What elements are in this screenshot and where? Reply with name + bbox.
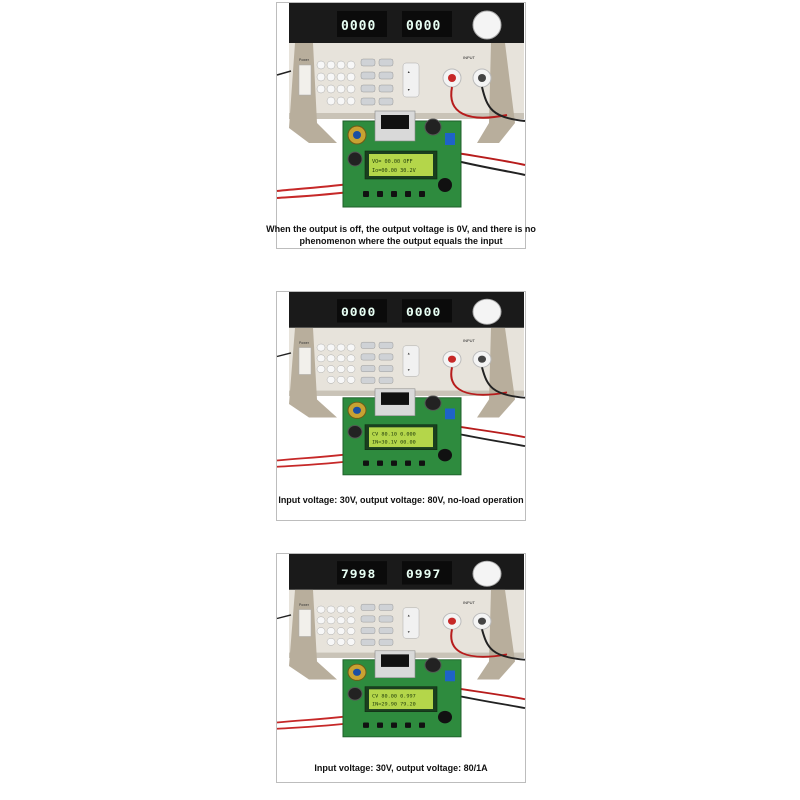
boost-converter-board: CV 80.00 0.997 IN=29.90 79.20: [342, 650, 462, 738]
caption-no-load: Input voltage: 30V, output voltage: 80V,…: [278, 495, 524, 505]
rotary-knob: [472, 10, 502, 40]
boost-converter-board: VO= 00.00 OFF Io=00.00 30.2V: [342, 110, 462, 208]
caption-output-off: When the output is off, the output volta…: [266, 224, 536, 246]
function-keys: [360, 604, 394, 646]
power-label: Power: [299, 603, 310, 607]
up-arrow-icon: ▲: [407, 352, 410, 356]
test-setup-photo: 7998 0997 Power ▲ ▼ INPUT: [276, 554, 526, 744]
lcd-screen: [369, 427, 433, 448]
function-keys: [360, 342, 394, 384]
lcd-line-2: Io=00.00 30.2V: [372, 168, 416, 174]
panel-no-load: 0000 0000 Power ▲ ▼ INPUT: [276, 291, 526, 521]
rotary-knob: [472, 560, 502, 587]
lcd-screen: [369, 689, 433, 710]
function-keys: [360, 58, 394, 106]
test-setup-photo: 0000 0000 Power ▲ ▼ INPUT: [276, 3, 526, 215]
load-current-display: 0000: [406, 306, 441, 319]
lcd-line-1: CV 80.10 0.000: [372, 432, 416, 438]
load-voltage-display: 0000: [341, 306, 376, 319]
rotary-knob: [472, 298, 502, 325]
keypad: [316, 605, 356, 646]
input-label: INPUT: [463, 339, 476, 343]
keypad: [316, 343, 356, 384]
load-current-display: 0997: [406, 568, 441, 581]
load-voltage-display: 0000: [341, 19, 376, 34]
lcd-line-2: IN=30.1V 00.00: [372, 440, 416, 446]
lcd-line-2: IN=29.90 79.20: [372, 702, 416, 708]
load-current-display: 0000: [406, 19, 441, 34]
lcd-screen: [369, 154, 433, 176]
power-label: Power: [299, 58, 310, 62]
power-label: Power: [299, 341, 310, 345]
panel-output-off: 0000 0000 Power ▲ ▼ INPUT: [266, 2, 536, 249]
down-arrow-icon: ▼: [407, 630, 410, 634]
input-terminals: [442, 68, 492, 88]
test-setup-photo: 0000 0000 Power ▲ ▼ INPUT: [276, 292, 526, 482]
caption-full-load: Input voltage: 30V, output voltage: 80/1…: [314, 763, 488, 773]
down-arrow-icon: ▼: [407, 88, 410, 92]
input-terminals: [442, 350, 492, 368]
lcd-line-1: VO= 00.00 OFF: [372, 159, 413, 165]
down-arrow-icon: ▼: [407, 368, 410, 372]
boost-converter-board: CV 80.10 0.000 IN=30.1V 00.00: [342, 388, 462, 476]
keypad: [316, 60, 356, 106]
up-arrow-icon: ▲: [407, 614, 410, 618]
input-label: INPUT: [463, 55, 476, 60]
panel-full-load: 7998 0997 Power ▲ ▼ INPUT: [276, 553, 526, 783]
load-voltage-display: 7998: [341, 568, 376, 581]
input-label: INPUT: [463, 601, 476, 605]
lcd-line-1: CV 80.00 0.997: [372, 694, 416, 700]
up-arrow-icon: ▲: [407, 70, 410, 74]
